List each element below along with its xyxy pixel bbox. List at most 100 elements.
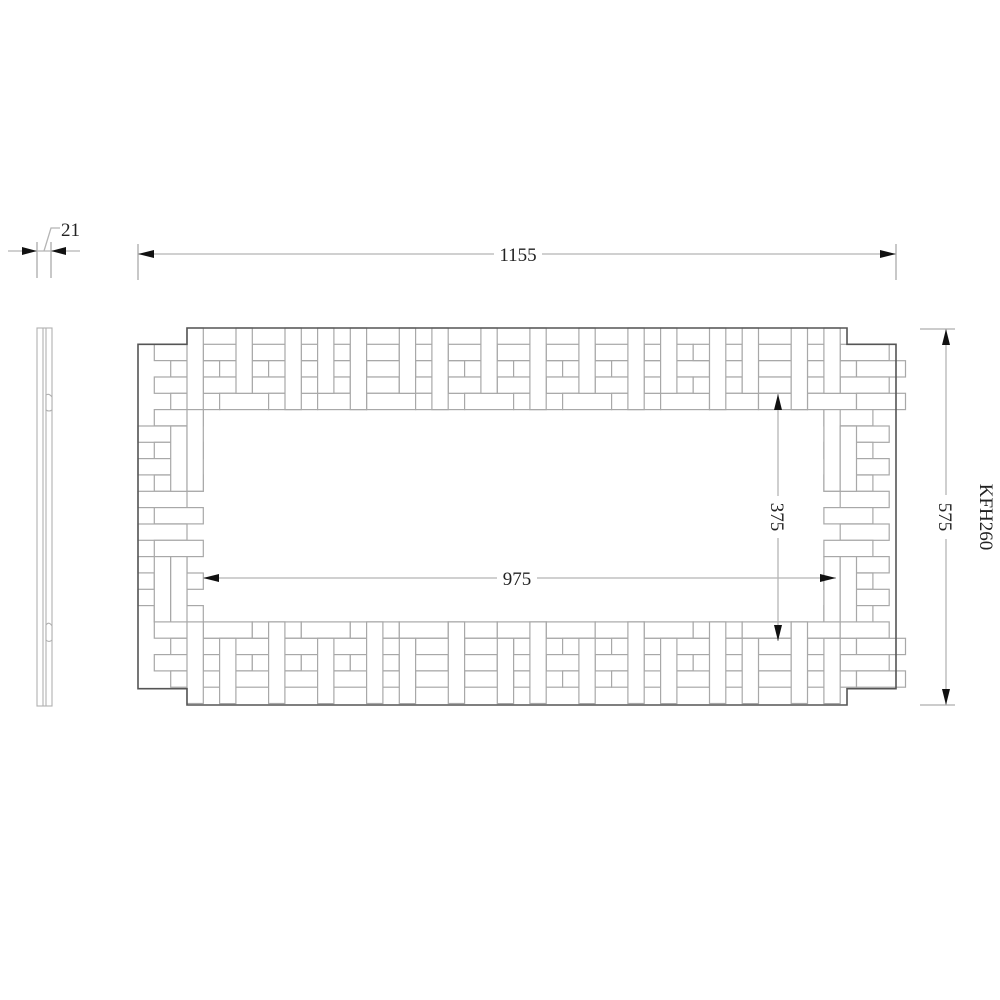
mirror-height-arrow-top [774,394,782,410]
overall-height-dimension: 575 [920,328,957,706]
frame-tile-vertical [170,555,188,623]
frame-tile-vertical [741,327,760,394]
frame-tile-vertical [268,621,286,705]
frame-tile-vertical [529,327,547,411]
mirror-height-label: 375 [766,503,787,532]
frame-outer-outline [137,327,897,706]
frame-tile-horizontal [153,507,204,525]
side-profile-body [36,327,53,707]
height-arrow-top [942,329,950,345]
frame-tile-horizontal [823,507,874,525]
frame-tile-vertical [823,555,841,623]
frame-tile-horizontal [137,523,188,541]
depth-dimension: 21 [8,220,80,278]
width-label: 1155 [499,245,536,266]
frame-tile-horizontal [300,621,351,639]
frame-tile-vertical [659,637,678,705]
frame-tile-vertical [447,621,466,705]
frame-tile-vertical [529,621,547,705]
frame-tile-horizontal [366,392,417,411]
frame-tile-horizontal [839,523,890,541]
frame-tile-vertical [170,425,188,492]
frame-tile-vertical [398,327,417,394]
frame-tile-vertical [186,409,204,492]
frame-tile-vertical [317,327,335,394]
frame-tile-vertical [790,621,809,705]
frame-tile-vertical [659,327,678,394]
model-code-label: KFH260 [975,484,996,551]
frame-tile-vertical [317,637,335,705]
height-arrow-bottom [942,689,950,705]
frame-tile-vertical [790,327,809,411]
frame-tile-vertical [627,327,645,411]
mirror-width-arrow-right [820,574,836,582]
frame-tile-horizontal [137,490,188,509]
mirror-height-label-bg [767,496,789,538]
frame-tile-vertical [839,425,858,492]
mirror-height-dimension: 375 [766,394,789,641]
mirror-width-label-bg [497,567,537,589]
depth-arrow-right [51,247,66,255]
overall-width-dimension: 1155 [137,242,897,280]
hanging-bracket-top [45,393,53,412]
frame-tile-horizontal [855,637,907,656]
frame-tile-vertical [823,327,841,394]
frame-tile-horizontal [643,621,694,639]
frame-tile-vertical [349,327,368,411]
frame-tile-horizontal [398,621,449,639]
depth-label: 21 [61,220,80,241]
frame-tile-vertical [823,637,841,705]
mirror-height-arrow-bottom [774,625,782,641]
frame-tile-vertical [186,327,204,411]
height-label-bg [935,495,957,539]
frame-tile-vertical [153,555,172,623]
frame-tile-horizontal [202,621,253,639]
frame-tile-vertical [741,637,760,705]
frame-tile-vertical [398,637,417,705]
frame-tile-vertical [823,409,841,492]
frame-tile-vertical [284,327,302,411]
frame-tile-horizontal [839,490,890,509]
frame-tile-vertical [708,621,727,705]
frame-tile-horizontal [806,392,858,411]
frame-tile-vertical [480,327,498,394]
frame-tile-horizontal [561,392,613,411]
width-arrow-left [138,250,154,258]
mirror-width-dimension: 975 [203,567,836,590]
frame-tile-vertical [627,621,645,705]
frame-tile-horizontal [839,343,890,362]
frame-tile-vertical [431,327,449,411]
frame-tile-horizontal [153,539,204,558]
hanging-bracket-bottom [45,622,53,643]
mirror-frame [137,327,907,706]
frame-tile-vertical [839,555,858,623]
frame-tile-horizontal [741,621,792,639]
frame-tile-horizontal [464,392,515,411]
frame-tile-horizontal [855,360,907,378]
depth-arrow-left [22,247,37,255]
mirror-width-arrow-left [203,574,219,582]
frame-tile-vertical [366,621,384,705]
width-label-bg [494,242,542,264]
frame-tile-horizontal [823,539,874,558]
frame-tile-horizontal [545,621,596,639]
frame-tile-horizontal [839,376,890,394]
frame-tile-horizontal [659,392,711,411]
frame-tile-vertical [708,327,727,411]
frame-tile-horizontal [839,653,890,672]
frame-tile-vertical [186,621,204,705]
frame-tile-horizontal [855,670,907,688]
frame-tile-vertical [578,327,596,394]
depth-leader-line [43,227,60,252]
frame-tile-vertical [496,637,515,705]
mirror-width-label: 975 [503,569,532,590]
frame-tile-horizontal [219,392,270,411]
frame-tile-vertical [219,637,237,705]
height-label: 575 [934,503,955,532]
frame-tile-vertical [235,327,253,394]
side-view [36,327,53,707]
frame-tile-vertical [578,637,596,705]
frame-tile-horizontal [855,392,907,411]
width-arrow-right [880,250,896,258]
